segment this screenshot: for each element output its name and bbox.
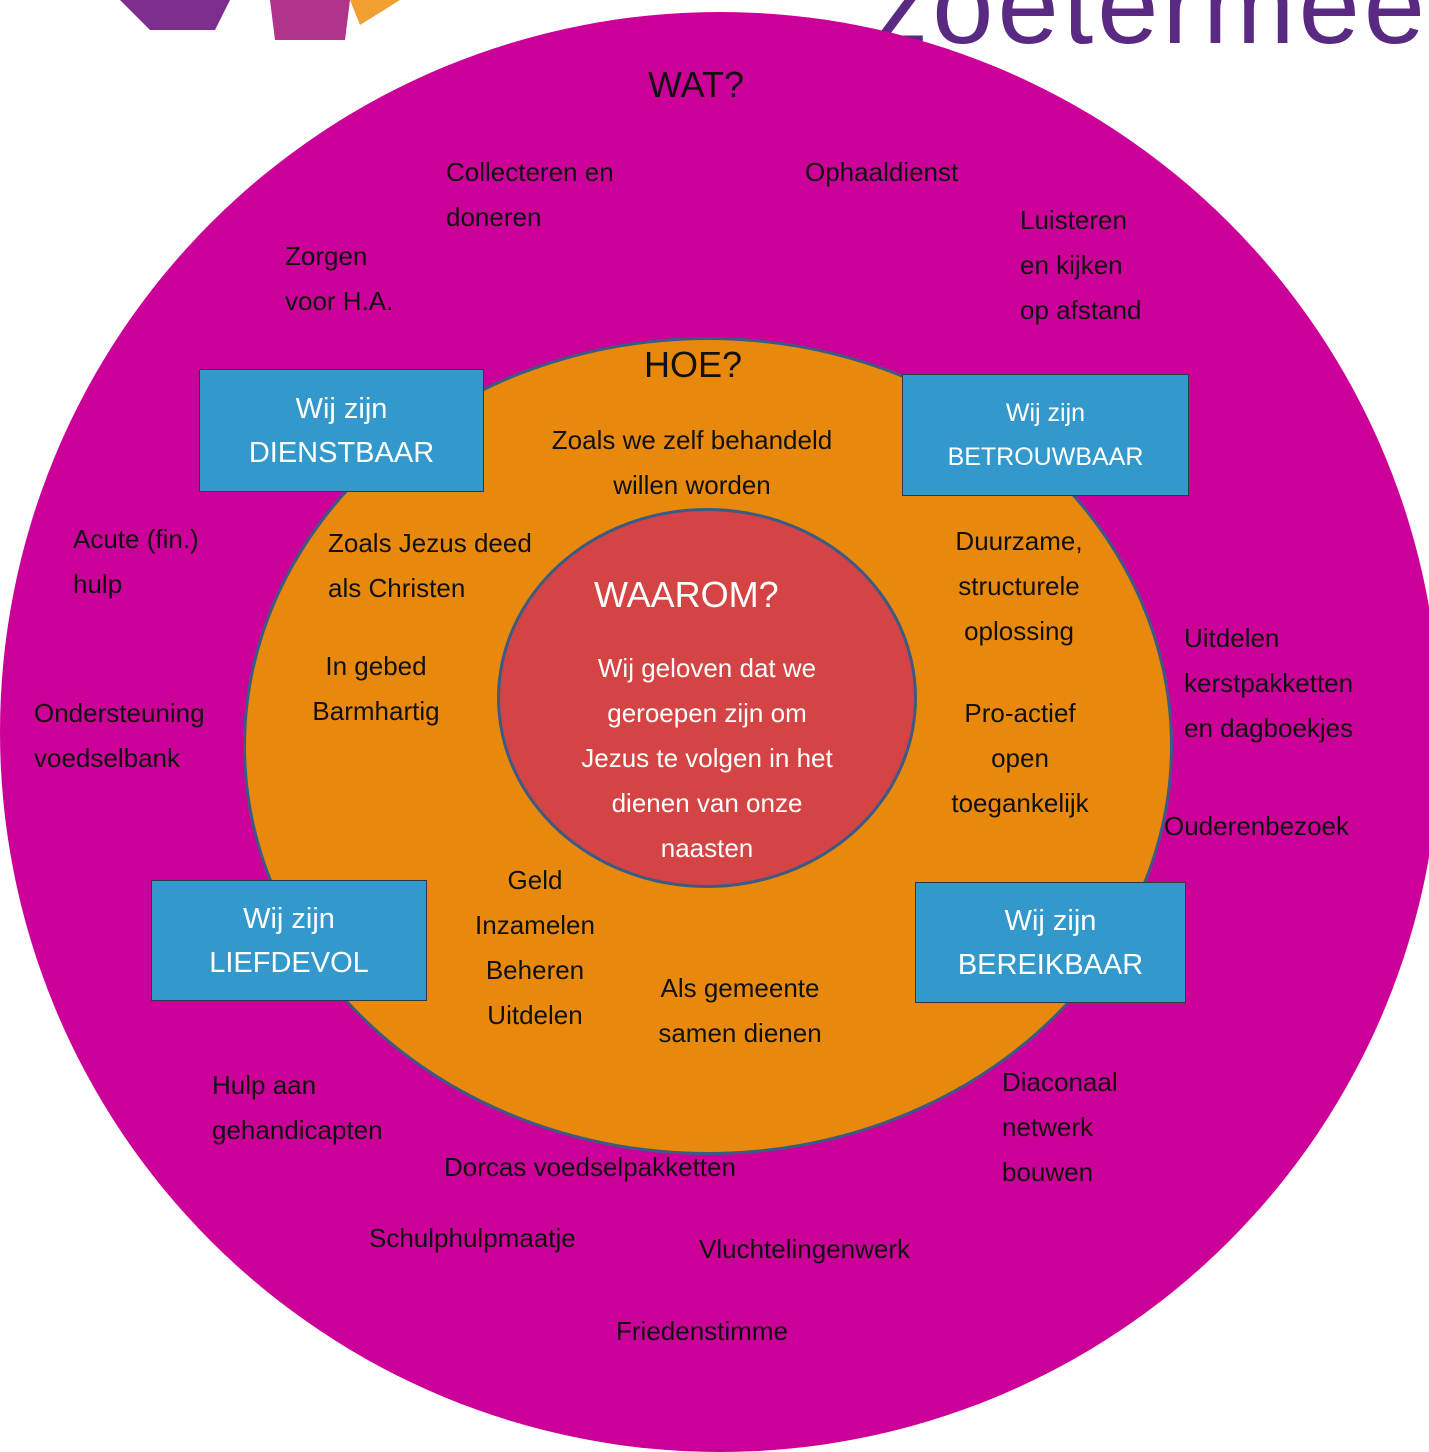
wat-item-ophaaldienst: Ophaaldienst (805, 157, 959, 187)
wat-item-schulphulp: Schulphulpmaatje (369, 1223, 576, 1253)
wat-heading: WAT? (648, 64, 744, 105)
hoe-item-gemeente: Als gemeente samen dienen (658, 973, 822, 1048)
wat-item-zorgen: Zorgen voor H.A. (285, 241, 394, 316)
wat-item-ouderenbezoek: Ouderenbezoek (1164, 811, 1350, 841)
value-box-value: DIENSTBAAR (248, 436, 435, 469)
wat-item-luisteren: Luisteren en kijken op afstand (1020, 205, 1142, 325)
wat-item-vluchtelingen: Vluchtelingenwerk (699, 1234, 911, 1264)
hoe-item-jezus: Zoals Jezus deed als Christen (328, 528, 532, 603)
value-box-value: LIEFDEVOL (209, 946, 369, 979)
value-box-value: BETROUWBAAR (947, 443, 1144, 471)
value-box-label: Wij zijn (1005, 399, 1086, 427)
hoe-item-geld: Geld Inzamelen Beheren Uitdelen (475, 865, 595, 1030)
value-box-label: Wij zijn (1004, 904, 1097, 937)
value-box-label: Wij zijn (295, 392, 388, 425)
waarom-statement: Wij geloven dat we geroepen zijn om Jezu… (581, 653, 833, 863)
wat-item-uitdelen: Uitdelen kerstpakketten en dagboekjes (1184, 623, 1354, 743)
waarom-heading: WAAROM? (594, 574, 779, 615)
value-box-liefdevol: Wij zijn LIEFDEVOL (151, 880, 427, 1001)
hoe-item-proactief: Pro-actief open toegankelijk (951, 698, 1089, 818)
wat-item-gehandicapten: Hulp aan gehandicapten (212, 1070, 383, 1145)
wat-item-acute: Acute (fin.) hulp (73, 524, 199, 599)
wat-item-ondersteuning: Ondersteuning voedselbank (34, 698, 205, 773)
inner-circle-waarom (497, 508, 917, 888)
logo-mark-icon (120, 0, 400, 40)
hoe-item-gebed: In gebed Barmhartig (312, 651, 440, 726)
value-box-value: BEREIKBAAR (957, 948, 1144, 981)
hoe-item-behandeld: Zoals we zelf behandeld willen worden (551, 425, 833, 500)
hoe-heading: HOE? (644, 344, 743, 385)
wat-item-dorcas: Dorcas voedselpakketten (444, 1152, 736, 1182)
wat-item-collecteren: Collecteren en doneren (446, 157, 614, 232)
value-box-dienstbaar: Wij zijn DIENSTBAAR (199, 369, 484, 492)
value-box-betrouwbaar: Wij zijn BETROUWBAAR (902, 374, 1189, 496)
hoe-item-duurzaam: Duurzame, structurele oplossing (955, 526, 1083, 646)
value-box-bereikbaar: Wij zijn BEREIKBAAR (915, 882, 1186, 1003)
wat-item-diaconaal: Diaconaal netwerk bouwen (1002, 1067, 1118, 1187)
wat-item-friedenstimme: Friedenstimme (616, 1316, 788, 1346)
value-box-label: Wij zijn (243, 902, 335, 935)
